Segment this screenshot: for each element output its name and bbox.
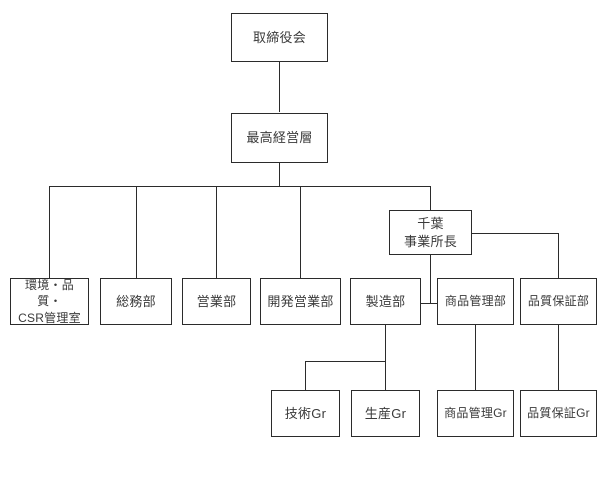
node-exec[interactable]: 最高経営層 <box>231 113 328 163</box>
node-shohin-kanri[interactable]: 商品管理部 <box>437 278 514 325</box>
connector-bus-to-env <box>49 186 50 278</box>
node-hinshitsu-hosho-gr[interactable]: 品質保証Gr <box>520 390 597 437</box>
node-chiba[interactable]: 千葉 事業所長 <box>389 210 472 255</box>
connector-bus-to-kaihatsu <box>300 186 301 278</box>
connector-bus-to-seisan-gr <box>385 361 386 390</box>
connector-chiba-to-seizo <box>420 303 431 304</box>
node-soumu[interactable]: 総務部 <box>100 278 172 325</box>
connector-chiba-spine <box>430 255 431 304</box>
node-hinshitsu-hosho[interactable]: 品質保証部 <box>520 278 597 325</box>
connector-bus-to-soumu <box>136 186 137 278</box>
node-env-quality-csr[interactable]: 環境・品質・ CSR管理室 <box>10 278 89 325</box>
connector-bus-to-gijutsu-gr <box>305 361 306 390</box>
connector-bus-to-chiba <box>430 186 431 211</box>
connector-exec-down <box>279 163 280 187</box>
node-shohin-kanri-gr[interactable]: 商品管理Gr <box>437 390 514 437</box>
connector-bus-to-eigyo <box>216 186 217 278</box>
node-seizo[interactable]: 製造部 <box>350 278 421 325</box>
connector-to-hinshitsu <box>558 233 559 278</box>
connector-chiba-to-shohin <box>430 303 438 304</box>
connector-seizo-children-bus <box>305 361 386 362</box>
connector-hinshitsu-to-hinshitsu-gr <box>558 325 559 390</box>
node-seisan-gr[interactable]: 生産Gr <box>351 390 420 437</box>
node-gijutsu-gr[interactable]: 技術Gr <box>271 390 340 437</box>
connector-board-to-exec <box>279 62 280 112</box>
connector-chiba-right <box>472 233 559 234</box>
connector-exec-bus <box>49 186 431 187</box>
node-eigyo[interactable]: 営業部 <box>182 278 251 325</box>
node-kaihatsu-eigyo[interactable]: 開発営業部 <box>260 278 341 325</box>
node-board[interactable]: 取締役会 <box>231 13 328 62</box>
connector-shohin-to-shohin-gr <box>475 325 476 390</box>
connector-seizo-down <box>385 325 386 362</box>
